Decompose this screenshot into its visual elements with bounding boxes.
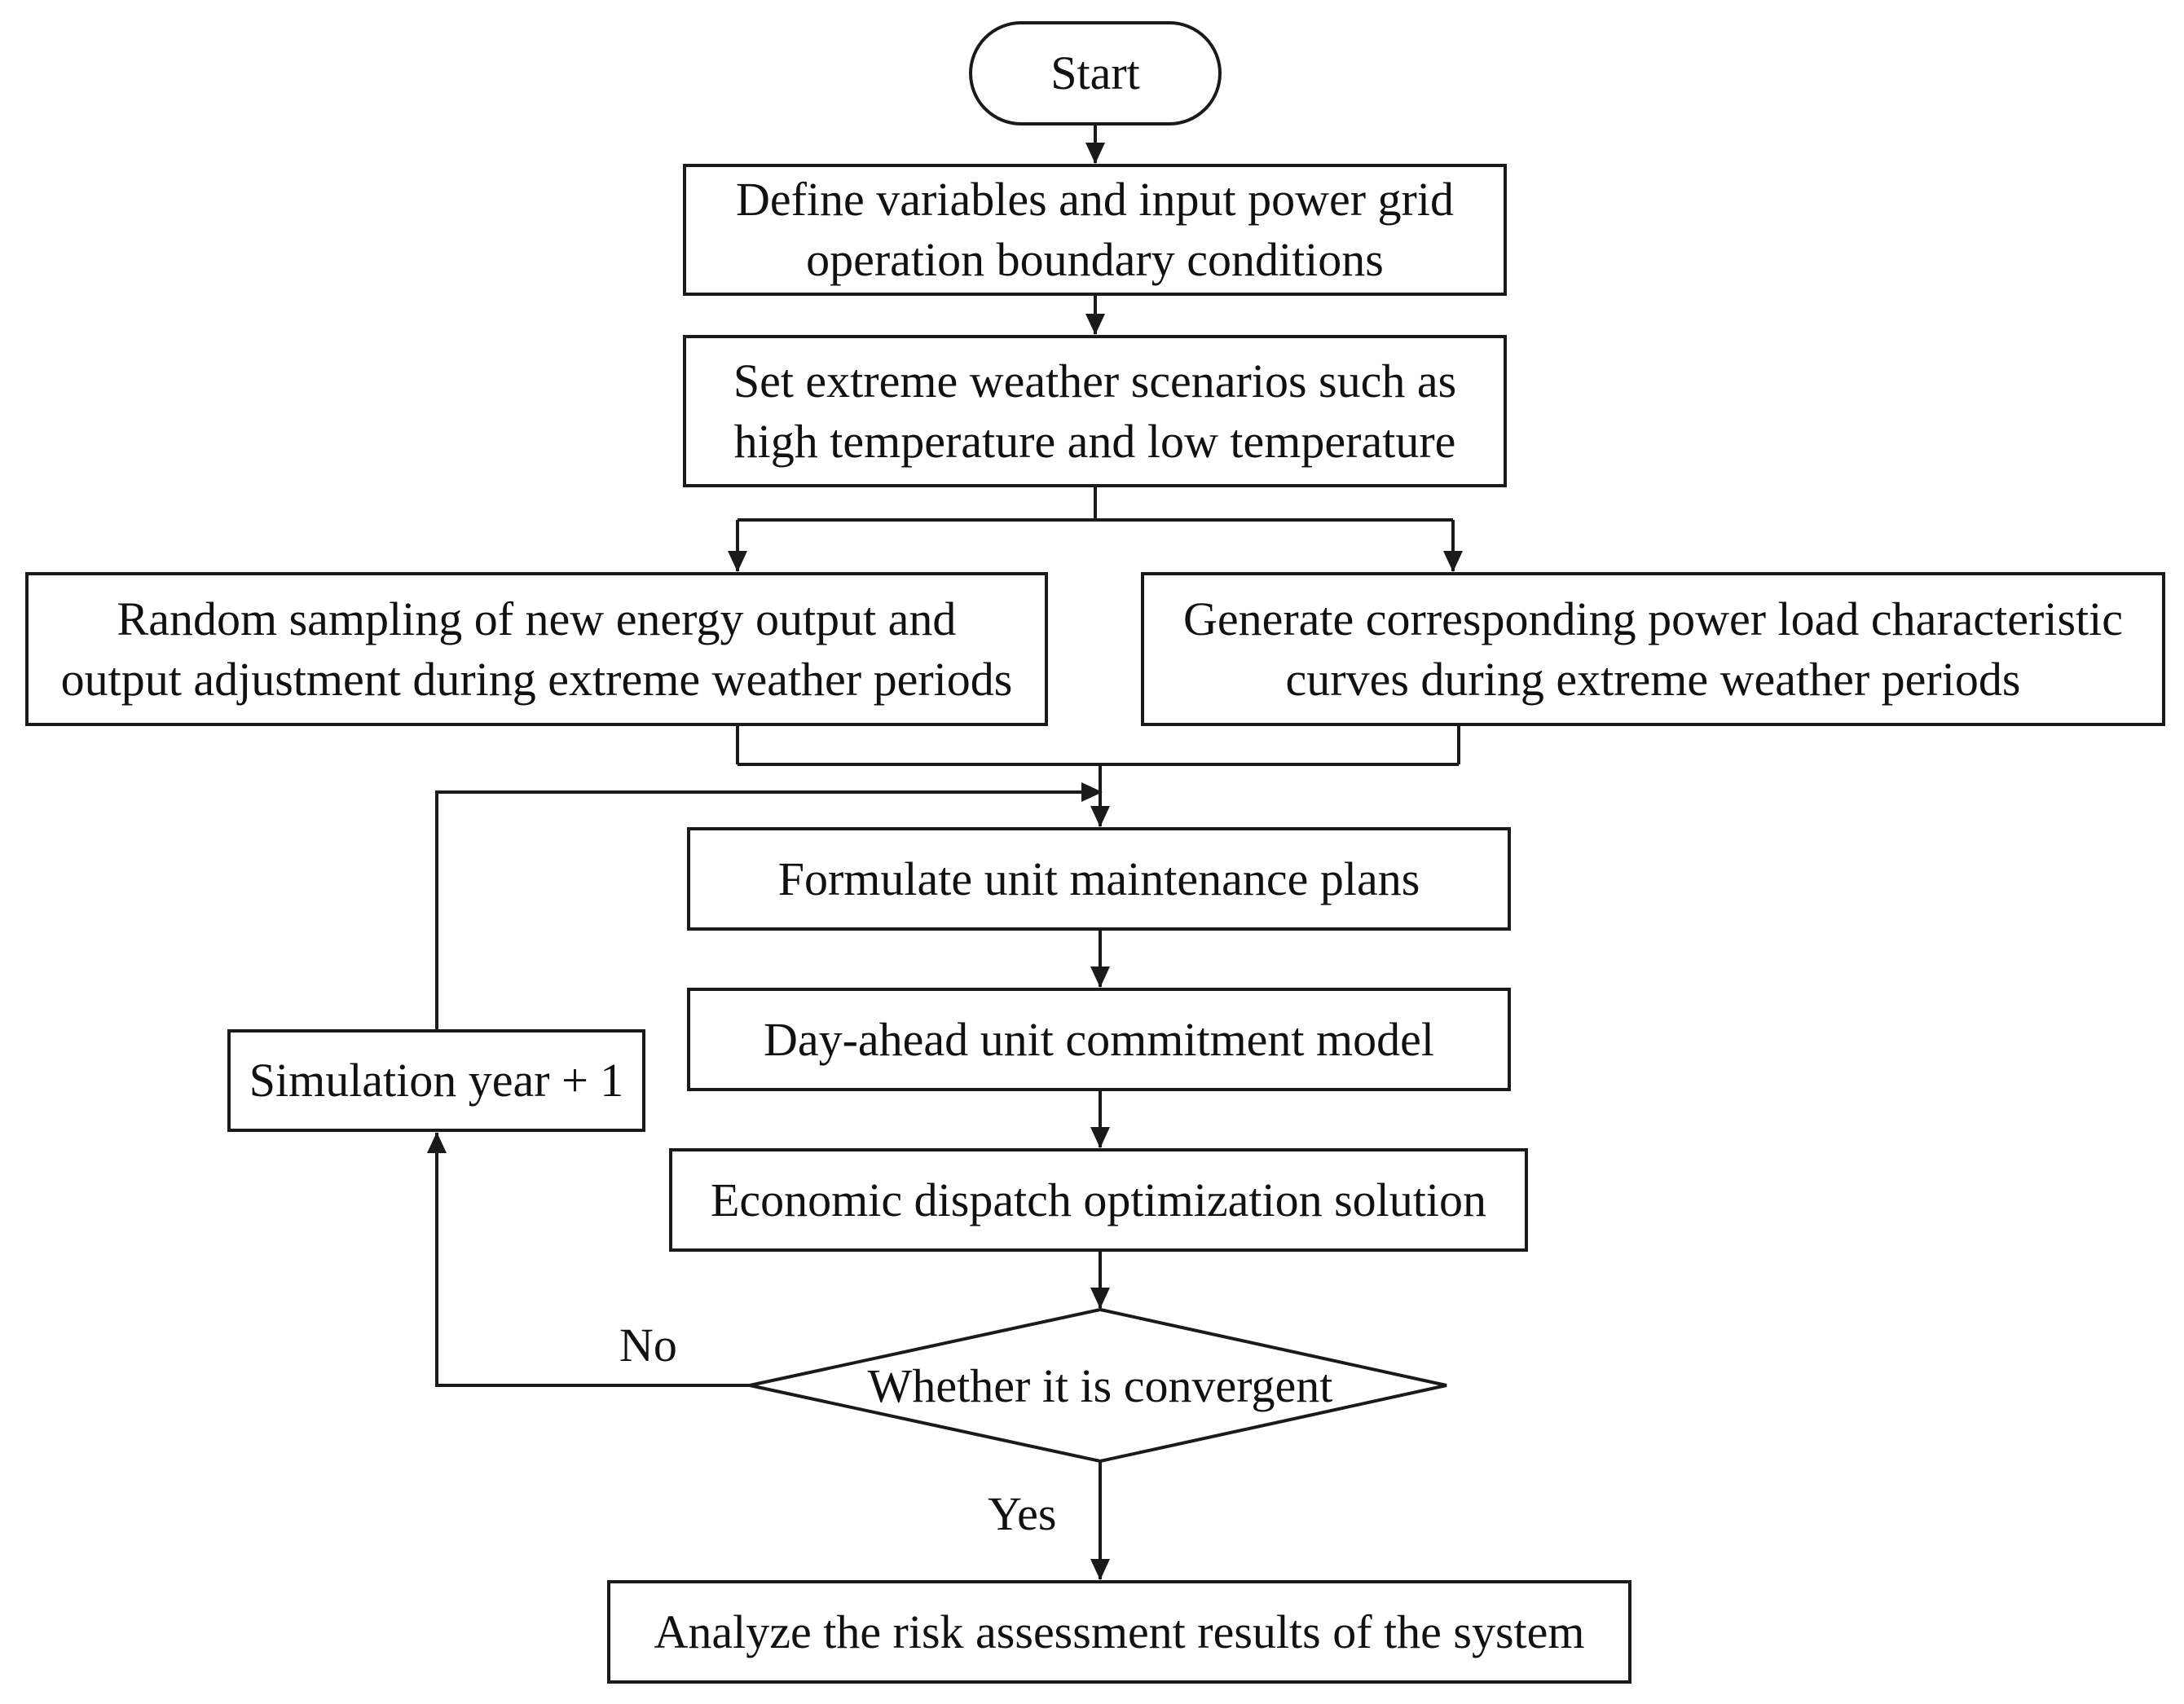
formulate-plans-box: Formulate unit maintenance plans (687, 827, 1511, 931)
economic-dispatch-box: Economic dispatch optimization solution (669, 1148, 1528, 1252)
generate-curves-box: Generate corresponding power load charac… (1141, 572, 2165, 726)
decision-diamond (749, 1307, 1447, 1464)
start-terminal: Start (969, 21, 1222, 125)
define-variables-box: Define variables and input power grid op… (683, 164, 1507, 296)
analyze-results-box: Analyze the risk assessment results of t… (607, 1580, 1631, 1684)
unit-commitment-box: Day-ahead unit commitment model (687, 988, 1511, 1091)
set-scenarios-box: Set extreme weather scenarios such as hi… (683, 335, 1507, 487)
decision-label: Whether it is convergent (867, 1358, 1333, 1412)
arrow-simulation-loop (435, 782, 1103, 1029)
simulation-year-box: Simulation year + 1 (227, 1029, 645, 1132)
arrow-decision-simulation (427, 1132, 750, 1387)
yes-label: Yes (988, 1487, 1057, 1540)
no-label: No (619, 1319, 677, 1372)
random-sampling-box: Random sampling of new energy output and… (25, 572, 1048, 726)
